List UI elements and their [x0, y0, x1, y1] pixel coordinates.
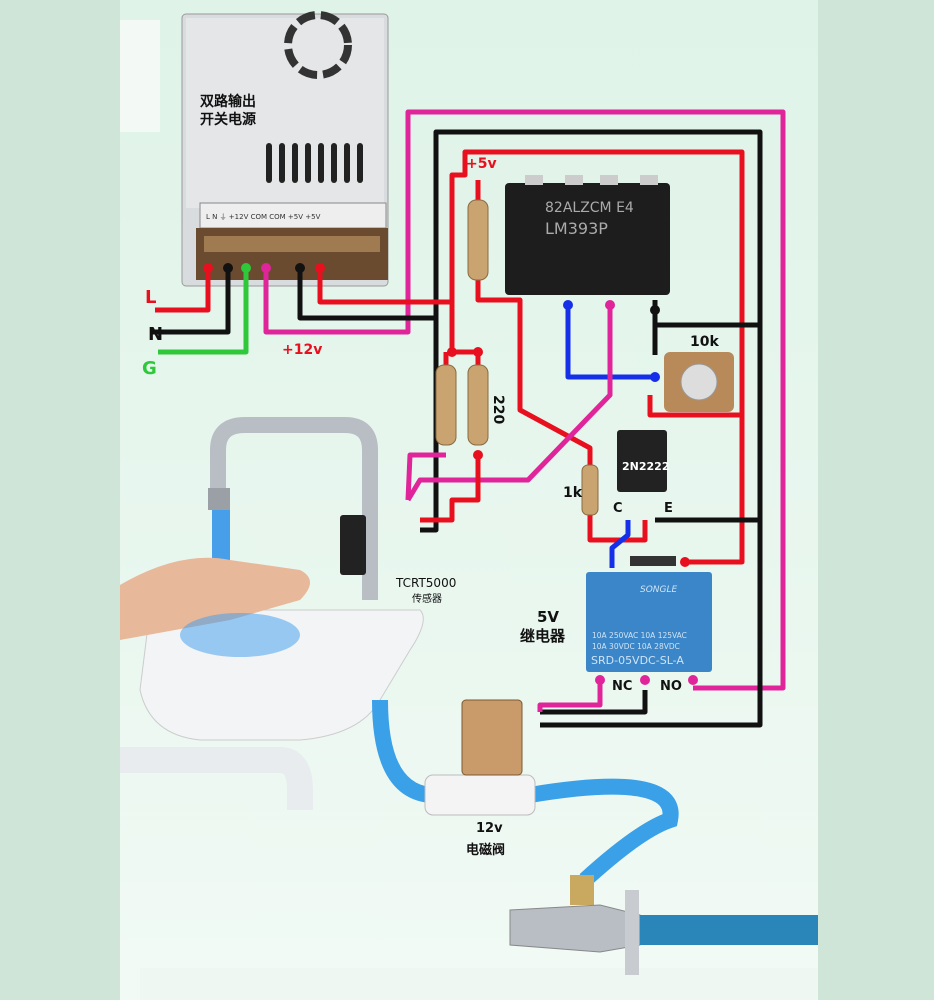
sensor-tcrt5000 [340, 515, 366, 575]
transistor-2n2222 [617, 430, 667, 492]
transistor-e: E [664, 501, 673, 516]
power-supply [181, 11, 389, 287]
bottom-strip [140, 968, 818, 1000]
relay-voltage: 5V [537, 608, 559, 626]
relay [586, 572, 712, 672]
hose-right [528, 778, 679, 886]
relay-rating2: 10A 30VDC 10A 28VDC [592, 642, 680, 651]
label-G: G [142, 358, 157, 379]
relay-brand: SONGLE [640, 585, 678, 595]
wire-12v [263, 109, 786, 691]
hands [120, 557, 310, 640]
relay-no: NO [660, 679, 682, 694]
sensor-label: 传感器 [412, 592, 442, 605]
relay-nc: NC [612, 679, 632, 694]
relay-rating1: 10A 250VAC 10A 125VAC [592, 631, 687, 640]
wire-L [155, 268, 211, 313]
water-splash [180, 613, 300, 657]
label-5v: +5v [466, 156, 497, 172]
label-L: L [145, 287, 156, 308]
pot-label: 10k [690, 334, 719, 350]
chip-name: LM393P [545, 219, 608, 238]
relay-model: SRD-05VDC-SL-A [591, 654, 684, 667]
psu-label-line1: 双路输出 [200, 93, 256, 110]
transistor-c: C [613, 501, 623, 516]
wire-5v [317, 149, 745, 565]
wire-com [297, 129, 763, 728]
lm393-chip [505, 175, 670, 295]
valve-body [424, 774, 536, 816]
chip-code: 82ALZCM E4 [545, 200, 634, 216]
corner-block [120, 20, 160, 132]
psu-terminal-labels: L N ⏚ +12V COM COM +5V +5V [206, 213, 321, 221]
transistor-label: 2N2222 [622, 460, 669, 473]
resistor-1k-label: 1k [563, 485, 583, 501]
drain-pipe [120, 747, 313, 810]
sensor-name: TCRT5000 [395, 576, 456, 590]
angle-valve [509, 875, 818, 975]
label-12v: +12v [282, 342, 322, 358]
wire-N [150, 268, 231, 335]
resistors [435, 199, 599, 516]
relay-label: 继电器 [520, 627, 566, 645]
potentiometer [664, 352, 734, 412]
label-N: N [148, 324, 163, 345]
valve-voltage: 12v [476, 821, 503, 836]
wire-dots [203, 263, 698, 685]
resistor-220-label: 220 [490, 395, 506, 424]
psu-label-line2: 开关电源 [200, 111, 256, 128]
valve-label: 电磁阀 [466, 842, 505, 858]
diode [630, 556, 676, 566]
wire-G [158, 268, 249, 355]
solenoid-valve [461, 699, 523, 776]
